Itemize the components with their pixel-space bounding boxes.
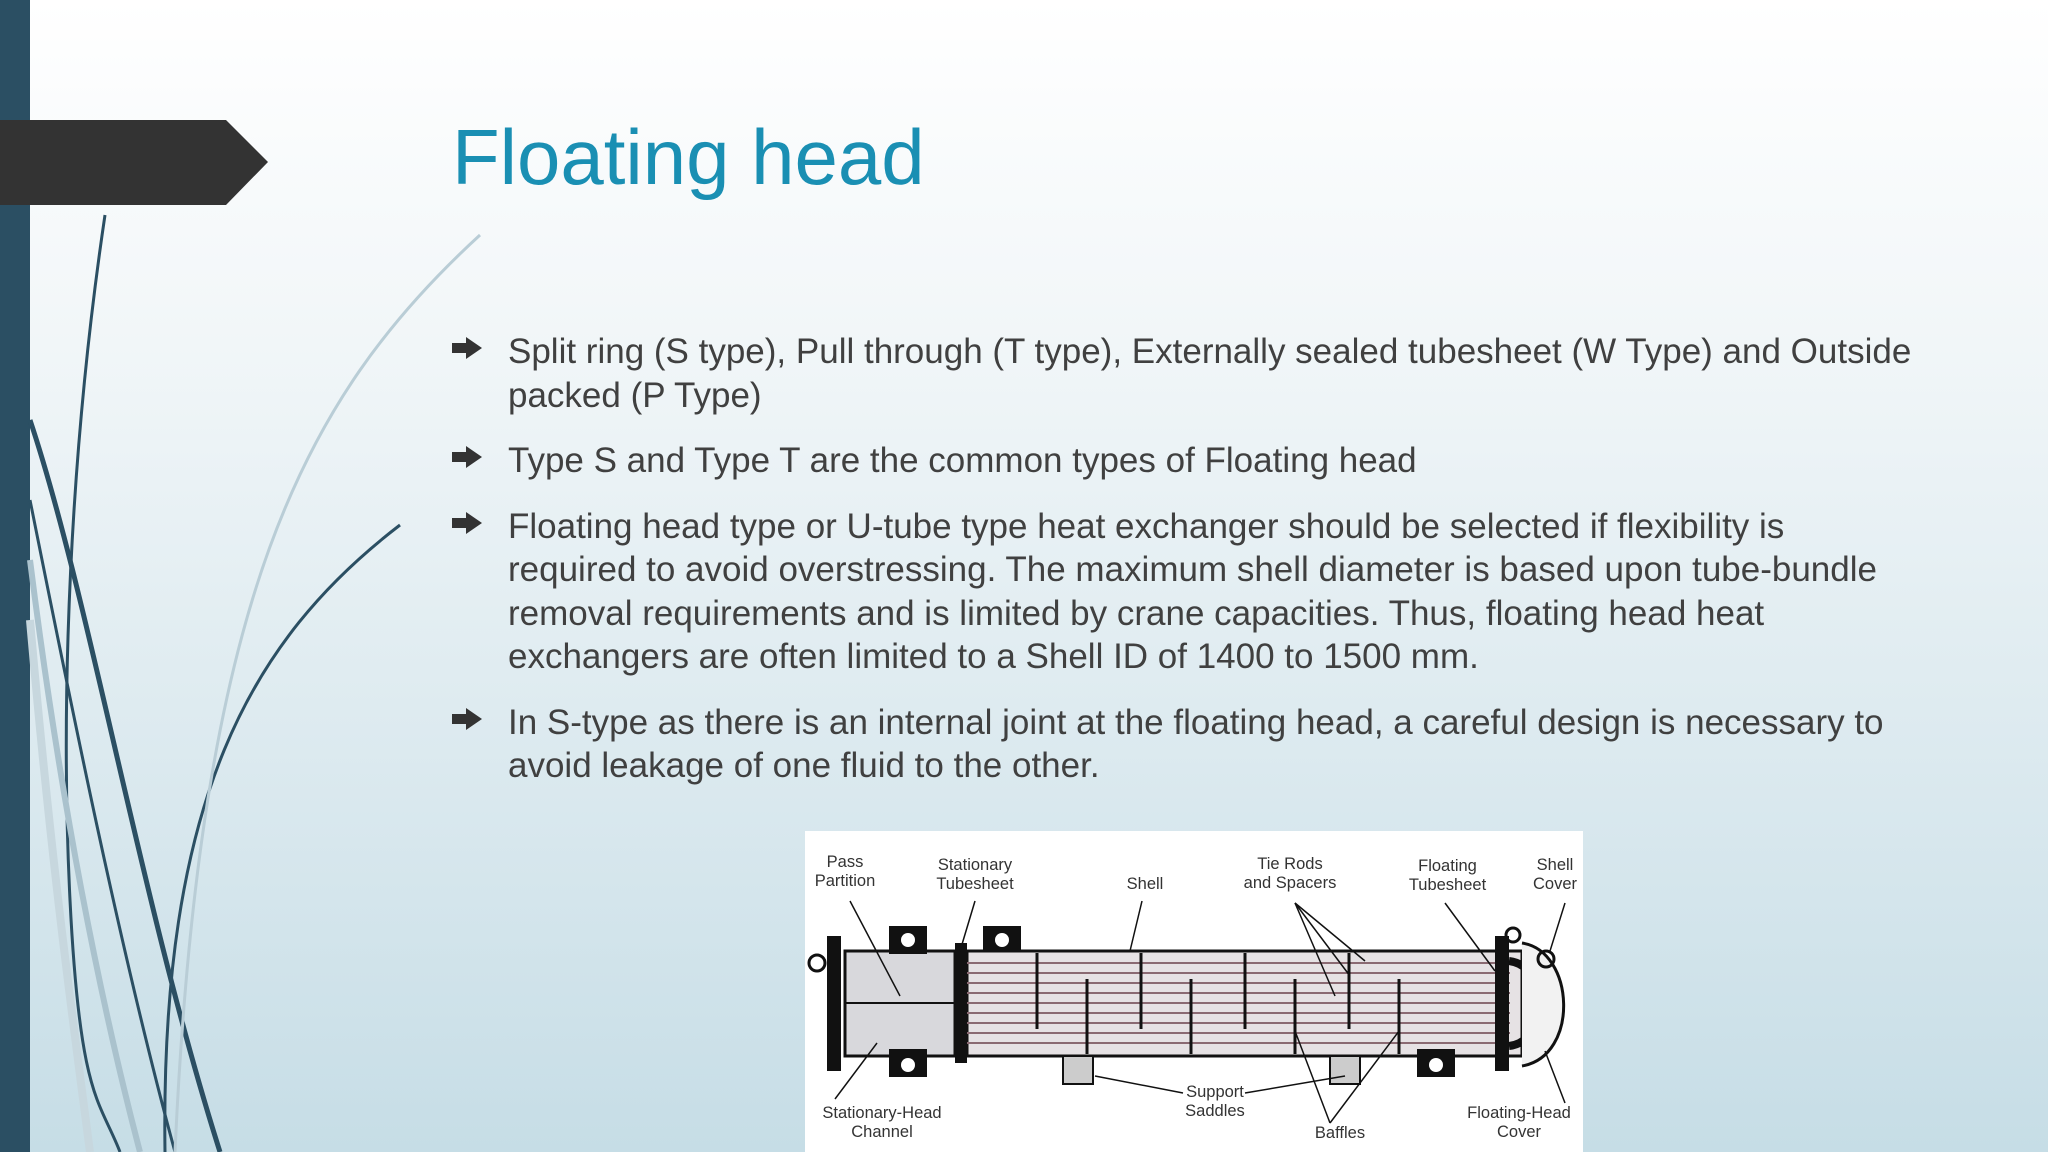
slide-title: Floating head xyxy=(452,113,925,201)
label-floating-tubesheet: Floating Tubesheet xyxy=(1408,857,1487,894)
bullet-item: Split ring (S type), Pull through (T typ… xyxy=(452,330,1912,417)
label-tie-rods-spacers: Tie Rods and Spacers xyxy=(1243,855,1337,892)
bullet-list: Split ring (S type), Pull through (T typ… xyxy=(452,330,1912,810)
label-shell: Shell xyxy=(1126,875,1164,893)
bullet-text: Floating head type or U-tube type heat e… xyxy=(508,506,1877,677)
label-shell-cover: Shell Cover xyxy=(1532,856,1577,893)
label-support-saddles: Support Saddles xyxy=(1185,1083,1245,1120)
arrow-bullet-icon xyxy=(452,511,482,534)
label-stationary-head-channel: Stationary-Head Channel xyxy=(822,1104,942,1141)
label-floating-head-cover: Floating-Head Cover xyxy=(1467,1104,1571,1141)
title-tab-marker xyxy=(0,120,268,205)
exchanger-drawing xyxy=(807,900,1566,1124)
label-pass-partition: Pass Partition xyxy=(814,853,876,890)
arrow-bullet-icon xyxy=(452,337,482,359)
heat-exchanger-diagram: Pass Partition Stationary Tubesheet Shel… xyxy=(805,831,1583,1152)
arrow-bullet-icon xyxy=(452,707,482,730)
bullet-item: In S-type as there is an internal joint … xyxy=(452,701,1912,788)
label-baffles: Baffles xyxy=(1314,1124,1366,1142)
bullet-item: Type S and Type T are the common types o… xyxy=(452,439,1912,483)
bullet-text: Type S and Type T are the common types o… xyxy=(508,441,1417,480)
bullet-text: Split ring (S type), Pull through (T typ… xyxy=(508,332,1912,415)
bullet-text: In S-type as there is an internal joint … xyxy=(508,702,1884,786)
arrow-bullet-icon xyxy=(452,446,482,468)
label-stationary-tubesheet: Stationary Tubesheet xyxy=(936,856,1014,893)
bullet-item: Floating head type or U-tube type heat e… xyxy=(452,505,1912,679)
decorative-curves xyxy=(26,214,482,1152)
